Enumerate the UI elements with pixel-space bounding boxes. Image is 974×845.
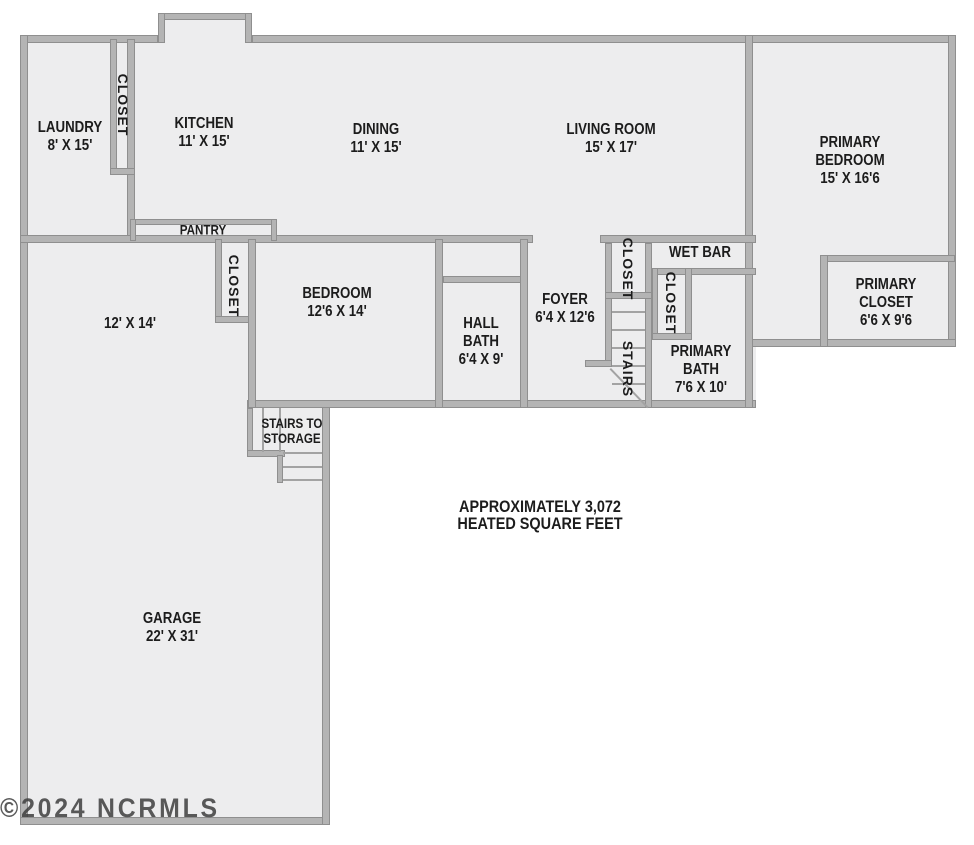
closet-label: CLOSET [226,254,242,318]
wall [820,255,828,347]
wall [585,360,612,367]
wall [948,35,956,347]
stair-tread [283,452,322,454]
wall [247,400,756,408]
wall [271,219,277,241]
wall [443,276,528,283]
wall [685,268,692,340]
room-label-wet-bar: WET BAR [669,244,731,261]
wall [158,13,252,20]
closet-label: CLOSET [115,73,131,137]
stair-tread [279,408,281,452]
stair-tread [283,466,322,468]
wall [600,235,756,243]
wall [745,339,956,347]
stair-tread [283,479,322,481]
wall [20,35,158,43]
wall [110,168,135,175]
floor-primary-bedroom [749,39,952,343]
floor-garage [24,239,326,821]
wall [820,255,955,262]
closet-label: CLOSET [663,271,679,335]
stair-tread [612,329,645,331]
closet-label: CLOSET [620,237,636,301]
stair-tread [612,311,645,313]
floor-bumpout [162,17,248,43]
floor-top-band [24,39,752,239]
wall [252,35,956,43]
wall [645,243,652,408]
wall [127,39,135,243]
room-label-flex-room: 12' X 14' [103,315,157,332]
wall [248,239,256,408]
wall [652,333,692,340]
wall [245,13,252,43]
wall [652,268,658,340]
mls-watermark: ©2024 NCRMLS [0,793,220,823]
wall [605,292,652,299]
stair-tread [612,383,645,385]
wall [215,239,222,323]
stair-tread [262,408,264,452]
wall [277,455,283,483]
wall [520,239,528,408]
room-label-pantry: PANTRY [179,221,227,238]
wall [20,35,28,825]
wall [158,13,165,43]
stair-tread [612,347,645,349]
wall [130,219,136,241]
wall [322,400,330,825]
wall [605,243,612,367]
wall [745,35,753,408]
wall [435,239,443,408]
stair-tread [612,365,645,367]
stairs-label: STAIRS [620,340,636,398]
